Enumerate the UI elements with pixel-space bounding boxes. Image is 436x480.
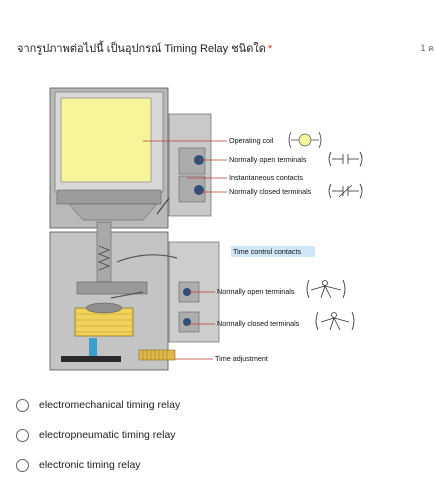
timed-no-symbol (306, 279, 346, 299)
label-normally-open-terminals-1: Normally open terminals (229, 155, 307, 164)
label-instantaneous-contacts: Instantaneous contacts (229, 173, 303, 182)
no-contact-symbol (328, 151, 363, 167)
question-title: จากรูปภาพต่อไปนี้ เป็นอุปกรณ์ Timing Rel… (17, 39, 272, 57)
timed-nc-symbol (315, 311, 355, 331)
nc-contact-symbol (328, 183, 363, 199)
option-electronic[interactable]: electronic timing relay (16, 450, 180, 480)
radio-button[interactable] (16, 428, 29, 442)
label-normally-closed-terminals-2: Normally closed terminals (217, 319, 300, 328)
label-time-adjustment: Time adjustment (215, 354, 268, 363)
points-label: 1 ค (420, 43, 434, 53)
radio-button[interactable] (16, 458, 29, 472)
label-time-control-contacts: Time control contacts (233, 247, 301, 256)
time-adjustment-screw (138, 349, 176, 361)
coil-symbol (288, 131, 322, 149)
answer-options: electromechanical timing relay electropn… (16, 390, 180, 480)
radio-button[interactable] (16, 398, 29, 412)
option-label: electronic timing relay (39, 459, 141, 471)
operating-coil-block (60, 97, 152, 183)
time-control-highlight (231, 246, 315, 257)
option-label: electromechanical timing relay (39, 399, 181, 411)
timing-relay-diagram: Operating coil Normally open terminals I… (49, 87, 363, 371)
label-normally-open-terminals-2: Normally open terminals (217, 287, 295, 296)
label-normally-closed-terminals-1: Normally closed terminals (229, 187, 312, 196)
label-operating-coil: Operating coil (229, 136, 274, 145)
option-electropneumatic[interactable]: electropneumatic timing relay (16, 420, 180, 450)
option-electromechanical[interactable]: electromechanical timing relay (16, 390, 180, 420)
option-label: electropneumatic timing relay (39, 429, 176, 441)
question-text: จากรูปภาพต่อไปนี้ เป็นอุปกรณ์ Timing Rel… (17, 43, 266, 55)
required-asterisk: * (267, 43, 273, 55)
